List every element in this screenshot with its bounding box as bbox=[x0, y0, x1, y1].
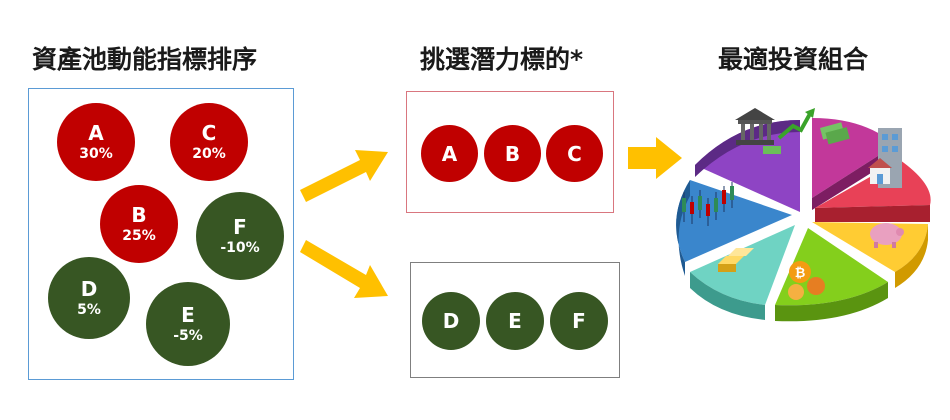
svg-text:₿: ₿ bbox=[795, 266, 806, 281]
arrow-to-portfolio bbox=[628, 137, 682, 179]
asset-momentum: -5% bbox=[173, 328, 203, 344]
asset-label: A bbox=[88, 121, 104, 145]
asset-circle-c: C 20% bbox=[170, 103, 248, 181]
arrow-to-selected bbox=[300, 150, 388, 202]
asset-label: D bbox=[442, 309, 460, 333]
asset-label: E bbox=[508, 309, 522, 333]
asset-momentum: 25% bbox=[122, 228, 156, 244]
asset-label: C bbox=[201, 121, 217, 145]
selected-circle-b: B bbox=[484, 125, 541, 182]
asset-momentum: -10% bbox=[220, 240, 260, 256]
asset-momentum: 30% bbox=[79, 146, 113, 162]
piggy-bank-icon bbox=[870, 223, 904, 248]
asset-label: E bbox=[181, 303, 195, 327]
asset-circle-d: D 5% bbox=[48, 257, 130, 339]
asset-circle-e: E -5% bbox=[146, 282, 230, 366]
title-optimal-portfolio: 最適投資組合 bbox=[718, 45, 869, 74]
asset-label: F bbox=[233, 215, 247, 239]
building-icon bbox=[868, 128, 902, 188]
gold-bars-icon bbox=[718, 248, 754, 272]
asset-label: B bbox=[504, 141, 521, 166]
asset-circle-b: B 25% bbox=[100, 185, 178, 263]
rejected-circle-d: D bbox=[422, 292, 480, 350]
asset-momentum: 5% bbox=[77, 302, 101, 318]
asset-circle-a: A 30% bbox=[57, 103, 135, 181]
title-pick-potential: 挑選潛力標的* bbox=[420, 45, 584, 74]
bank-icon bbox=[735, 108, 815, 154]
bitcoin-icon: ₿ bbox=[788, 261, 825, 300]
rejected-circle-e: E bbox=[486, 292, 544, 350]
asset-label: B bbox=[131, 203, 147, 227]
asset-label: A bbox=[441, 141, 458, 166]
asset-label: D bbox=[80, 277, 98, 301]
pie-segment-green bbox=[775, 228, 888, 322]
asset-label: C bbox=[567, 141, 582, 166]
pie-segment-blue bbox=[676, 180, 792, 276]
asset-circle-f: F -10% bbox=[196, 192, 284, 280]
banknote-icon bbox=[820, 122, 850, 145]
candlestick-chart-icon bbox=[682, 182, 734, 226]
selected-circle-c: C bbox=[546, 125, 603, 182]
asset-label: F bbox=[572, 309, 586, 333]
arrow-to-rejected bbox=[300, 240, 388, 298]
title-asset-pool: 資產池動能指標排序 bbox=[32, 45, 258, 74]
selected-circle-a: A bbox=[421, 125, 478, 182]
asset-momentum: 20% bbox=[192, 146, 226, 162]
rejected-circle-f: F bbox=[550, 292, 608, 350]
pie-segment-teal bbox=[690, 225, 795, 320]
